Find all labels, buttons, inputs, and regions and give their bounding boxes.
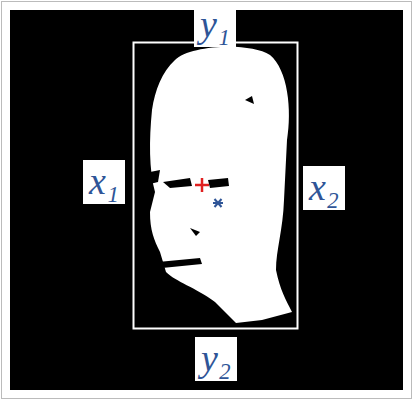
coordinate-label-box: y₂ [195, 337, 237, 381]
cheek-shadow [150, 170, 160, 184]
eye-shadow [208, 178, 229, 188]
centroid-plus [195, 178, 209, 192]
coordinate-label: y₁ [200, 5, 230, 45]
coordinate-label: x₁ [89, 162, 119, 202]
eye-shadow [163, 178, 192, 188]
mouth-shadow [158, 258, 202, 268]
coordinate-label-box: y₁ [194, 3, 236, 47]
center-asterisk [213, 199, 223, 207]
hair-spot [245, 96, 254, 104]
coordinate-label: y₂ [201, 339, 231, 379]
nose-shadow [190, 228, 200, 236]
coordinate-label-box: x₁ [83, 160, 125, 204]
bounding-box [134, 43, 298, 329]
coordinate-label-box: x₂ [303, 166, 345, 210]
face-silhouette [150, 47, 292, 323]
black-ground [10, 10, 403, 390]
coordinate-label: x₂ [309, 168, 339, 208]
